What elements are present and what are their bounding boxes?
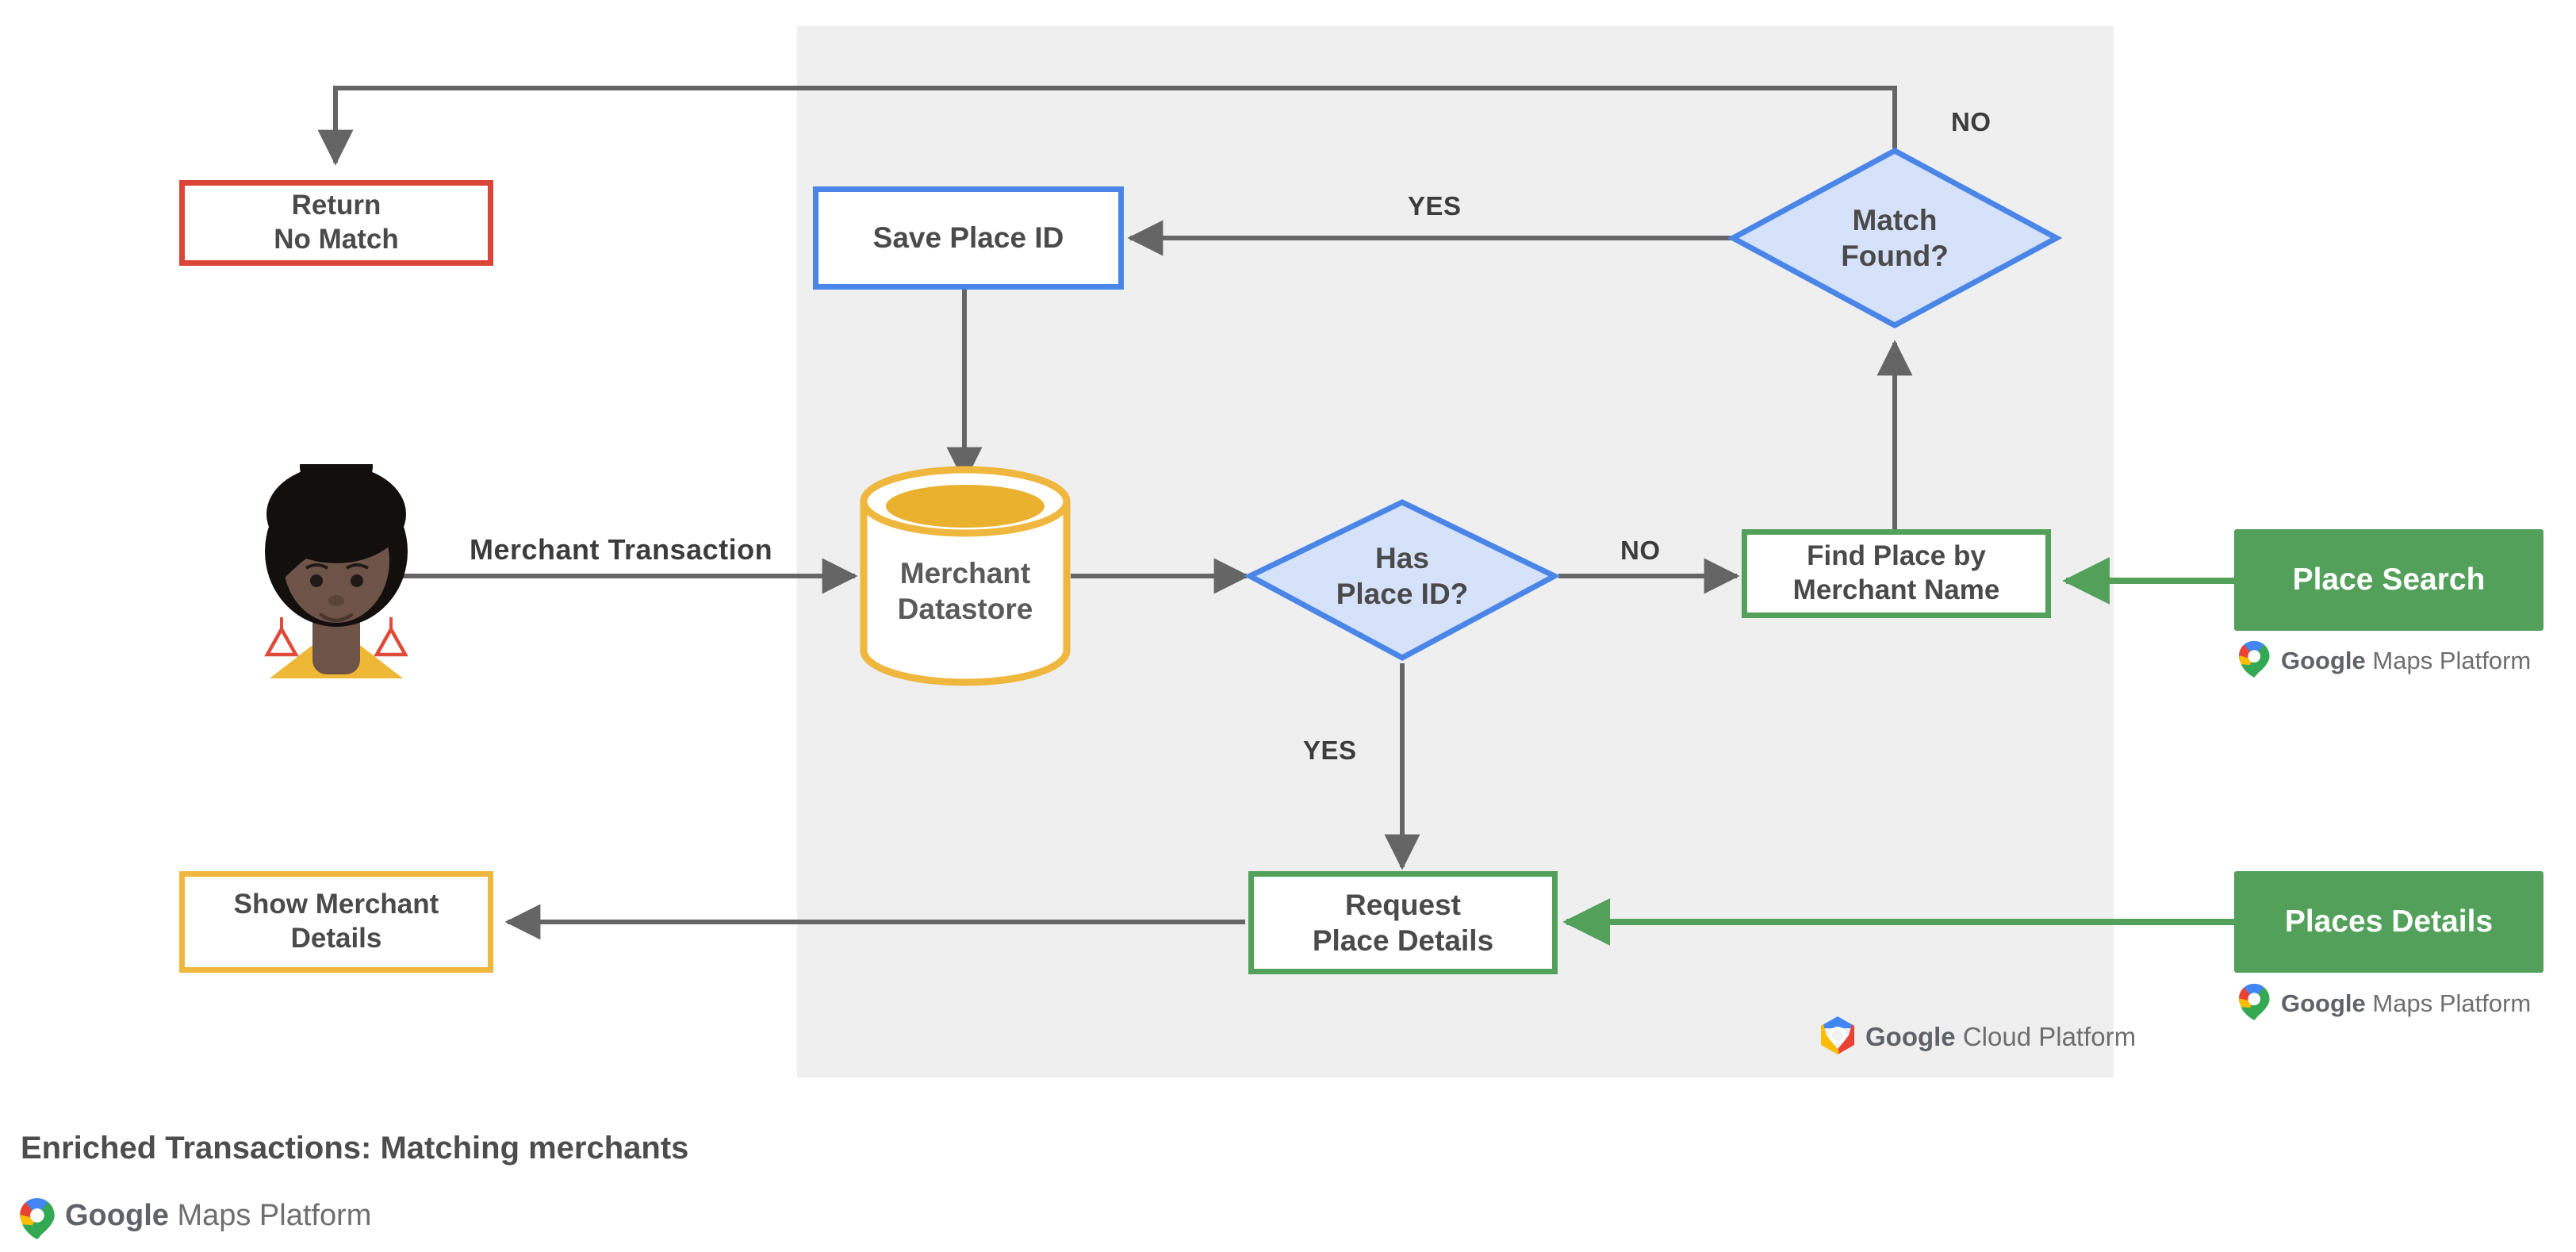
edge-match-found-no [317, 86, 1897, 166]
google-maps-platform-lockup-places-details: Google Maps Platform [2238, 984, 2531, 1023]
cloud-platform-product: Cloud Platform [1962, 1022, 2137, 1051]
node-return-no-match[interactable]: Return No Match [179, 180, 493, 266]
maps-platform-product: Maps Platform [2372, 647, 2532, 674]
maps-platform-product: Maps Platform [2372, 989, 2532, 1017]
merchant-datastore-cylinder [860, 466, 1071, 686]
google-cloud-platform-lockup: Google Cloud Platform [1819, 1016, 2136, 1058]
edge-label-match-found-yes: YES [1408, 191, 1462, 221]
node-show-merchant-details[interactable]: Show Merchant Details [179, 871, 493, 973]
google-cloud-hexagon-icon [1821, 1016, 1854, 1054]
has-place-id-diamond [1244, 499, 1561, 661]
maps-platform-wordmark: Google Maps Platform [65, 1199, 371, 1233]
node-save-place-id[interactable]: Save Place ID [813, 186, 1124, 290]
edge-label-match-found-no: NO [1951, 107, 1991, 136]
edge-label-has-place-id-yes: YES [1303, 735, 1357, 765]
maps-pin-spacer [2238, 984, 2273, 1023]
cloud-platform-wordmark: Google Cloud Platform [1865, 1022, 2136, 1052]
maps-platform-wordmark: Google Maps Platform [2281, 989, 2531, 1018]
google-maps-platform-lockup-footer: Google Maps Platform [17, 1194, 371, 1237]
match-found-diamond [1727, 148, 2063, 328]
maps-pin-spacer [2238, 641, 2273, 681]
maps-platform-wordmark: Google Maps Platform [2281, 647, 2531, 675]
edge-label-merchant-transaction: Merchant Transaction [470, 533, 773, 566]
user-avatar-icon [264, 464, 408, 678]
node-find-place-by-merchant-name[interactable]: Find Place by Merchant Name [1742, 529, 2051, 618]
google-maps-platform-lockup-place-search: Google Maps Platform [2238, 641, 2531, 681]
maps-platform-product: Maps Platform [177, 1198, 372, 1232]
google-wordmark: Google [2281, 989, 2366, 1017]
cloud-hex-spacer [1819, 1016, 1857, 1058]
node-request-place-details[interactable]: Request Place Details [1248, 871, 1558, 974]
google-wordmark: Google [2281, 647, 2366, 674]
node-place-search[interactable]: Place Search [2234, 529, 2543, 631]
node-places-details[interactable]: Places Details [2234, 871, 2543, 973]
google-maps-pin-icon-places-details [2238, 983, 2270, 1020]
google-maps-pin-icon-place-search [2238, 640, 2270, 678]
node-merchant-datastore[interactable]: Merchant Datastore [897, 556, 1033, 625]
google-maps-pin-icon-footer [20, 1198, 55, 1240]
page-title: Enriched Transactions: Matching merchant… [21, 1131, 689, 1166]
maps-pin-spacer [17, 1194, 56, 1237]
google-wordmark: Google [1865, 1022, 1956, 1051]
edge-label-has-place-id-no: NO [1620, 536, 1661, 565]
google-wordmark: Google [65, 1198, 169, 1232]
